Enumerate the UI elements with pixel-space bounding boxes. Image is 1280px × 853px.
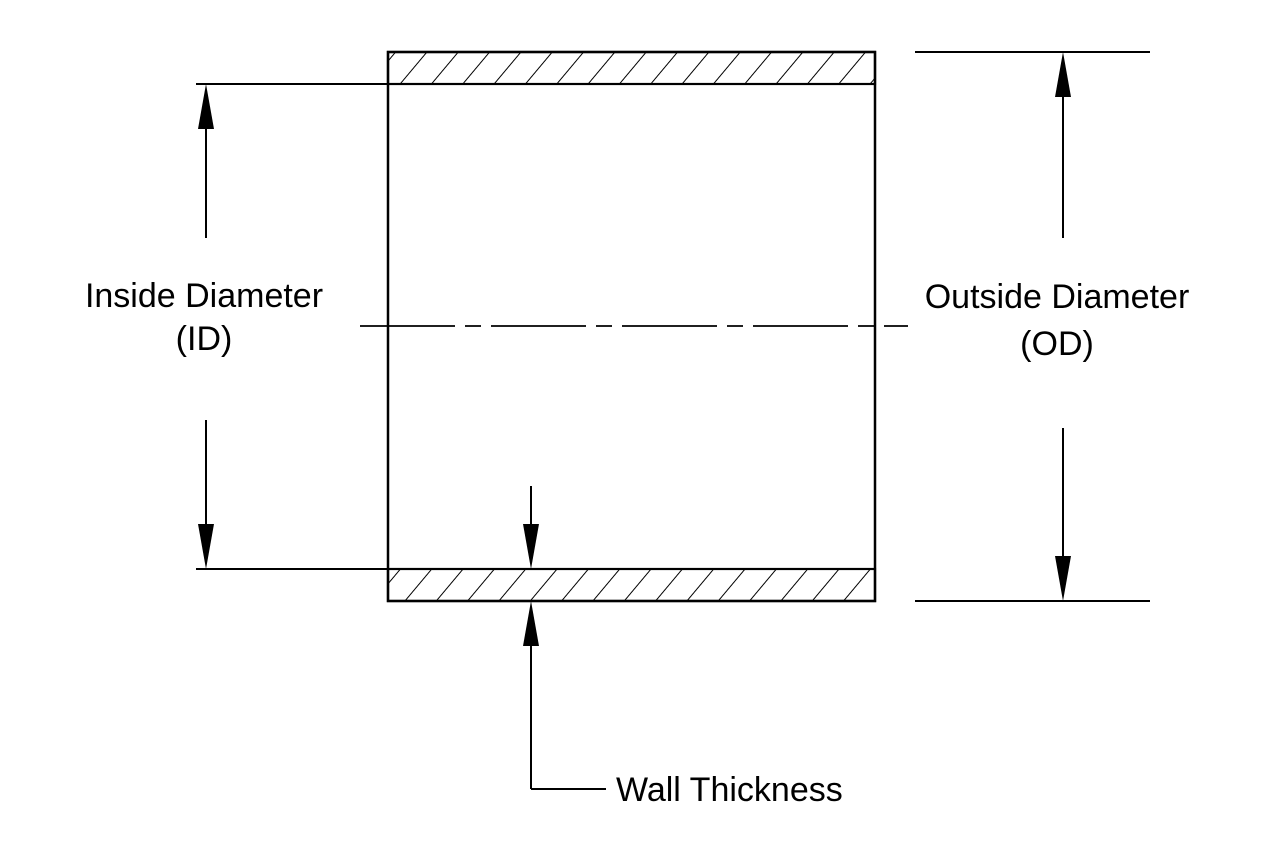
od-dimension: Outside Diameter (OD)	[915, 51, 1190, 602]
id-dimension: Inside Diameter (ID)	[85, 83, 388, 570]
wall-thickness-arrow-down-icon	[523, 524, 539, 569]
outside-diameter-abbr-label: (OD)	[1020, 325, 1094, 363]
outside-diameter-label: Outside Diameter	[925, 278, 1190, 316]
tube-cross-section	[360, 50, 908, 603]
id-arrow-down-icon	[198, 524, 214, 569]
od-arrow-down-icon	[1055, 556, 1071, 601]
tube-top-wall-hatch	[386, 50, 877, 86]
id-arrow-up-icon	[198, 84, 214, 129]
tube-bottom-wall-hatch	[386, 567, 877, 603]
wall-thickness-label: Wall Thickness	[616, 771, 843, 809]
wall-thickness-callout: Wall Thickness	[523, 486, 843, 809]
inside-diameter-label: Inside Diameter	[85, 277, 323, 315]
od-arrow-up-icon	[1055, 52, 1071, 97]
inside-diameter-abbr-label: (ID)	[176, 320, 233, 358]
wall-thickness-arrow-up-icon	[523, 601, 539, 646]
